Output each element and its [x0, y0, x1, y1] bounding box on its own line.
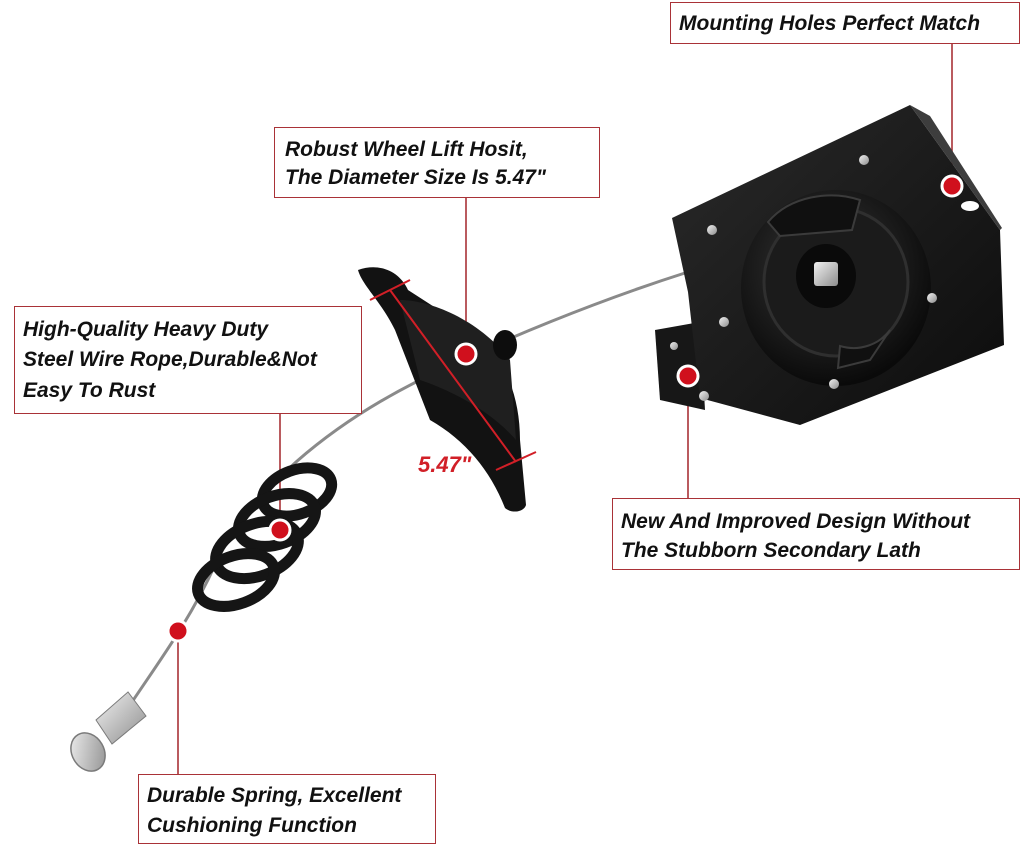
diameter-label: 5.47": [418, 452, 472, 477]
coil-spring-icon: [192, 462, 338, 612]
callout-text-line: Robust Wheel Lift Hosit,: [285, 138, 528, 161]
marker-lift-plate: [454, 342, 478, 366]
cable-end-bolt-icon: [70, 691, 147, 772]
callout-improved-design: New And Improved Design Without The Stub…: [612, 498, 1020, 570]
callout-text-line: The Diameter Size Is 5.47": [285, 166, 546, 190]
callout-text-line: The Stubborn Secondary Lath: [621, 539, 921, 563]
callout-wire-rope: High-Quality Heavy Duty Steel Wire Rope,…: [14, 306, 362, 414]
callout-text-line: Steel Wire Rope,Durable&Not: [23, 348, 317, 372]
callout-text-line: New And Improved Design Without: [621, 510, 971, 533]
callout-text-line: High-Quality Heavy Duty: [23, 318, 269, 341]
callout-text-line: Mounting Holes Perfect Match: [679, 12, 981, 35]
callout-text-line: Durable Spring, Excellent: [147, 784, 402, 807]
callout-text-line: Easy To Rust: [23, 378, 156, 402]
callout-text-line: Cushioning Function: [147, 814, 357, 838]
callout-mounting-holes: Mounting Holes Perfect Match: [670, 2, 1020, 44]
marker-design: [676, 364, 700, 388]
callout-wheel-lift-hoist: Robust Wheel Lift Hosit, The Diameter Si…: [274, 127, 600, 198]
marker-cable: [166, 619, 190, 643]
diameter-dimension-line: [369, 279, 537, 471]
marker-mounting-hole: [940, 174, 964, 198]
wheel-lift-plate-icon: [358, 267, 526, 512]
marker-spring: [268, 518, 292, 542]
callout-durable-spring: Durable Spring, Excellent Cushioning Fun…: [138, 774, 436, 844]
red-dot-markers: [166, 174, 964, 643]
spare-tire-winch-icon: [655, 105, 1004, 425]
